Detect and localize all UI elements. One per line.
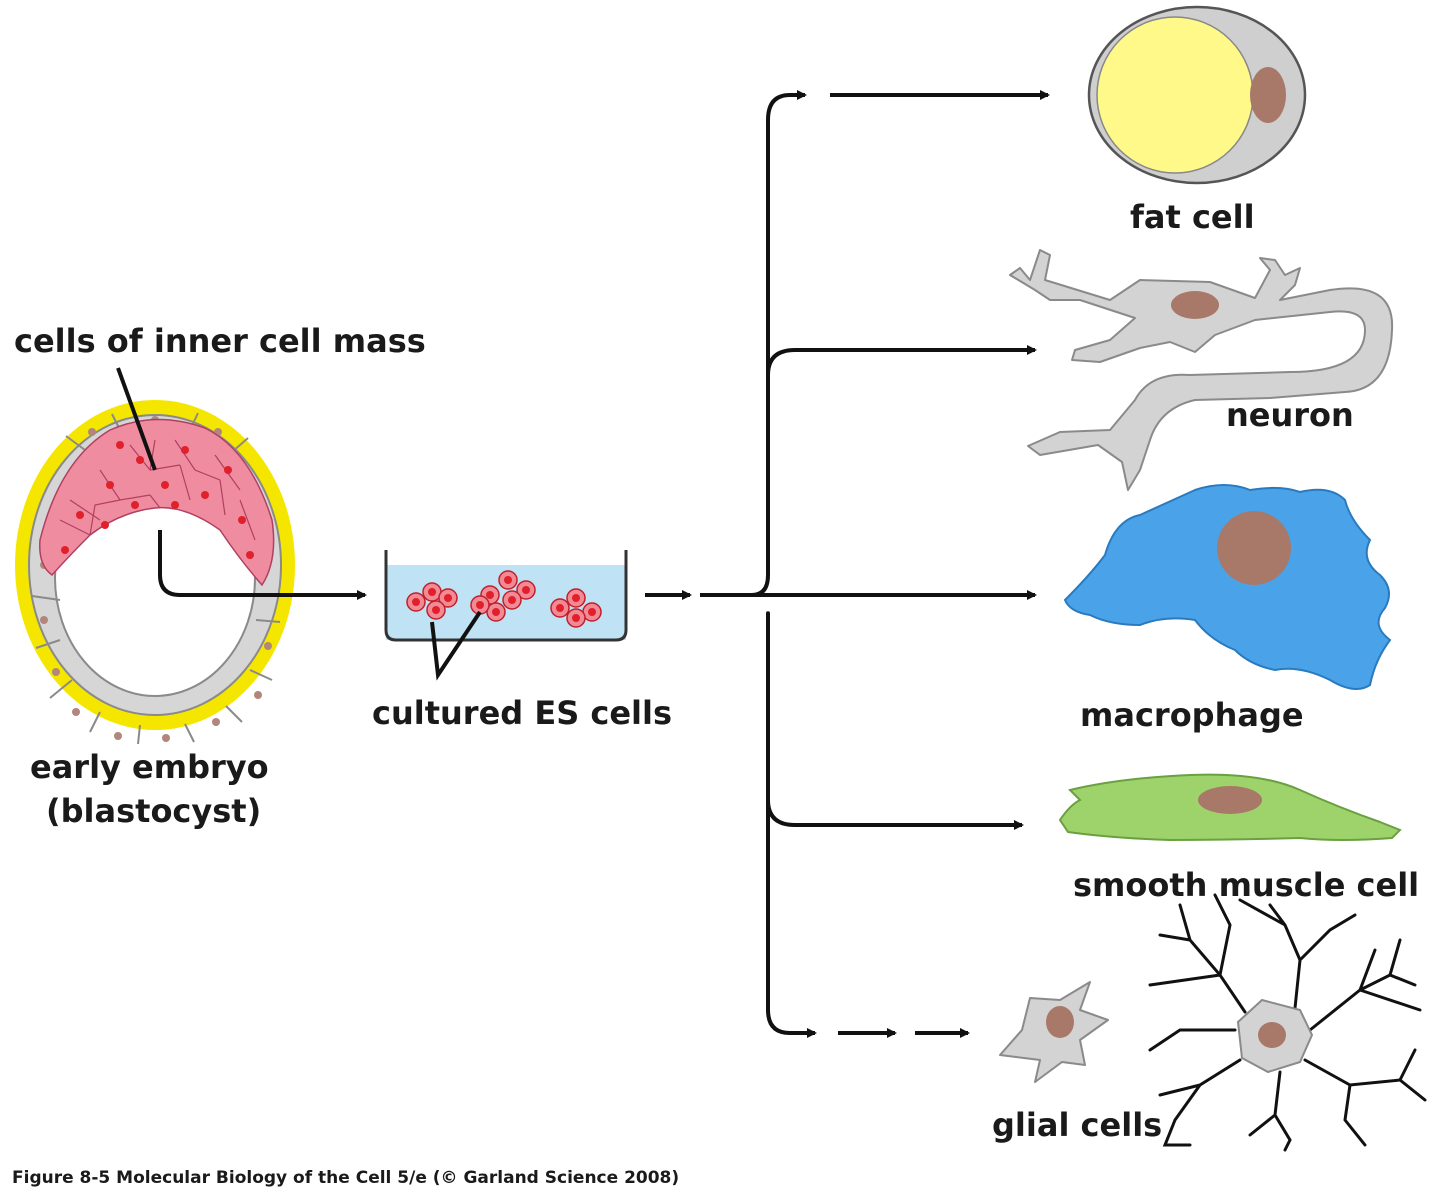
figure-caption: Figure 8-5 Molecular Biology of the Cell… (12, 1168, 680, 1188)
inner-cell-mass-label: cells of inner cell mass (14, 322, 426, 360)
fat-cell-icon (1087, 5, 1307, 185)
inner-cell-mass-pointer (116, 367, 157, 471)
embryo-label: early embryo (30, 748, 269, 786)
cultured-label: cultured ES cells (372, 694, 673, 732)
culture-dish-icon (384, 550, 628, 642)
neuron-label: neuron (1226, 396, 1354, 434)
cultured-pointer (430, 610, 482, 681)
smooth-muscle-icon (1058, 773, 1402, 842)
blastocyst-label: (blastocyst) (46, 792, 262, 830)
smooth-muscle-label: smooth muscle cell (1073, 866, 1420, 904)
glial-label: glial cells (992, 1106, 1163, 1144)
glial-cells-icon (999, 893, 1427, 1152)
neuron-icon (1009, 249, 1394, 491)
embryo-to-culture-arrow (158, 530, 367, 600)
blastocyst-icon (15, 400, 295, 745)
branch-tree (751, 90, 1050, 1038)
fat-cell-label: fat cell (1130, 198, 1255, 236)
macrophage-icon (1063, 484, 1392, 690)
macrophage-label: macrophage (1080, 696, 1304, 734)
